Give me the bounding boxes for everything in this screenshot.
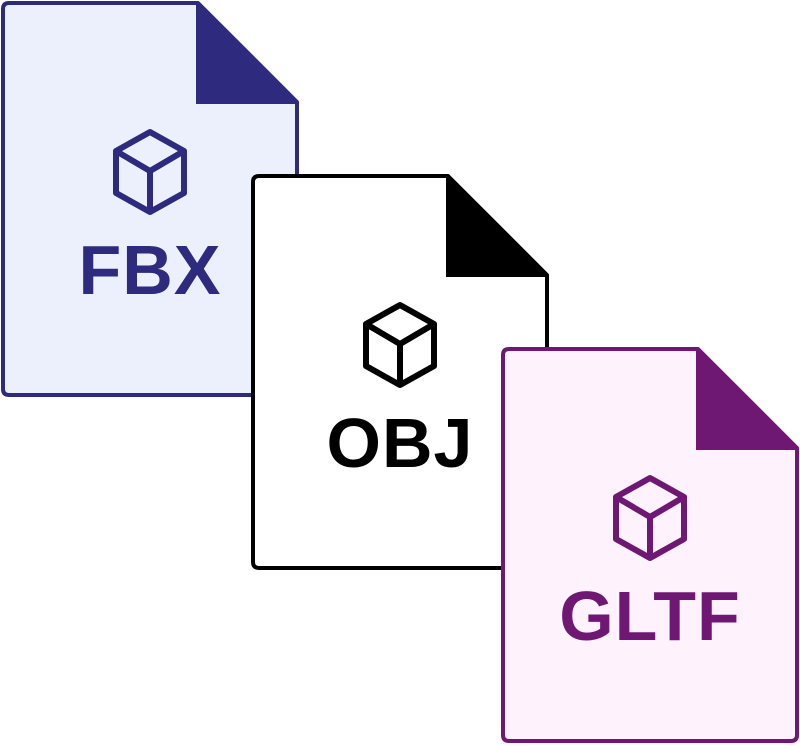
file-obj: OBJ — [250, 173, 550, 573]
file-gltf: GLTF — [500, 346, 800, 746]
file-type-label: FBX — [78, 231, 222, 309]
file-fbx: FBX — [0, 0, 300, 400]
cube-icon — [113, 129, 187, 215]
file-type-label: OBJ — [326, 404, 474, 482]
cube-icon — [363, 302, 437, 388]
file-type-label: GLTF — [559, 577, 741, 655]
cube-icon — [613, 475, 687, 561]
